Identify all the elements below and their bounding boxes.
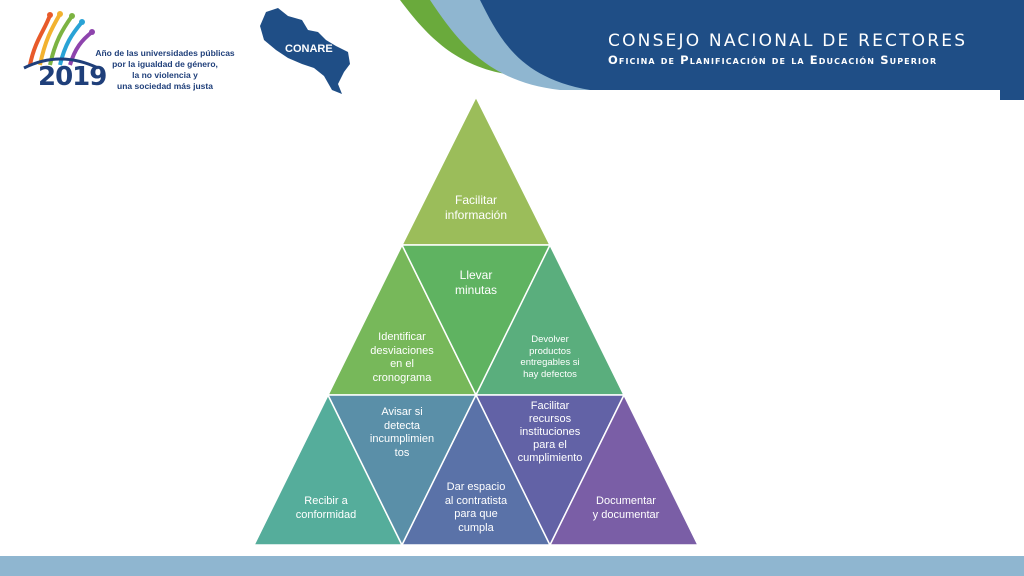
tile-label-mid-center: Llevar minutas <box>454 268 498 297</box>
tile-label-bot-1: Recibir a conformidad <box>295 495 357 521</box>
people-icon <box>23 11 99 70</box>
tile-label-top: Facilitar información <box>444 193 508 222</box>
year-logo <box>18 8 238 98</box>
tile-label-bot-3: Dar espacio al contratista para que cump… <box>444 481 508 534</box>
tile-label-mid-left: Identificar desviaciones en el cronogram… <box>370 331 434 384</box>
logo-motto-line: Año de las universidades públicas <box>95 48 235 58</box>
tile-label-bot-2: Avisar si detecta incumplimien tos <box>369 406 435 459</box>
conare-map-logo: CONARE <box>260 8 350 94</box>
logo-motto-line: la no violencia y <box>132 70 198 80</box>
conare-label: CONARE <box>285 43 333 55</box>
tile-bot-5 <box>548 393 700 546</box>
footer-bar <box>0 556 1024 576</box>
org-title: CONSEJO NACIONAL DE RECTORES <box>608 31 968 51</box>
logo-year: 2019 <box>38 62 107 92</box>
tile-label-bot-5: Documentar y documentar <box>592 495 660 521</box>
logo-motto-line: por la igualdad de género, <box>112 59 218 69</box>
logo-motto: Año de las universidades públicas por la… <box>90 48 240 92</box>
tile-label-mid-right: Devolver productos entregables si hay de… <box>520 334 580 380</box>
header-banner <box>400 0 1024 100</box>
logo-motto-line: una sociedad más justa <box>117 81 213 91</box>
tile-label-bot-4: Facilitar recursos instituciones para el… <box>517 400 583 464</box>
org-subtitle: Oficina de Planificación de la Educación… <box>608 53 938 67</box>
